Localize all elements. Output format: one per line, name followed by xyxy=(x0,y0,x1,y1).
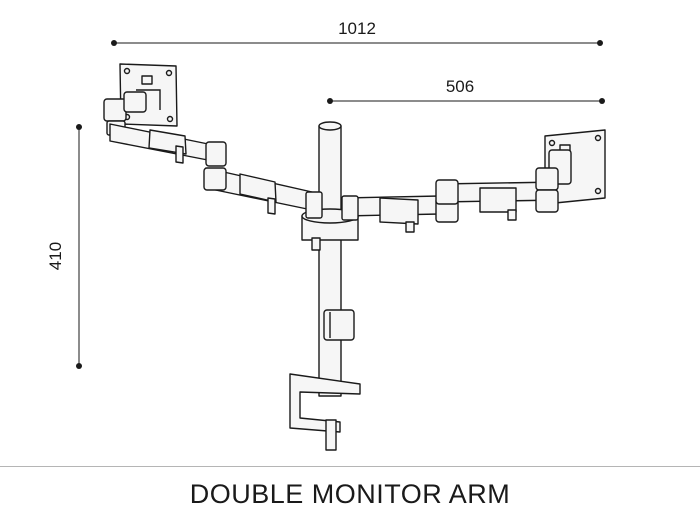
desk-clamp xyxy=(289,373,361,451)
cable-clip xyxy=(323,309,355,341)
arm-reach-label: 506 xyxy=(446,77,474,96)
product-title: DOUBLE MONITOR ARM xyxy=(189,479,511,509)
right-arm-segment-inner xyxy=(343,195,459,233)
overall-width-dimension: 1012 xyxy=(111,19,603,46)
right-monitor-joint xyxy=(535,149,572,213)
height-dimension: 410 xyxy=(46,124,82,369)
height-label: 410 xyxy=(46,242,65,270)
overall-width-label: 1012 xyxy=(338,19,376,38)
central-pole xyxy=(318,121,342,397)
footer: DOUBLE MONITOR ARM xyxy=(0,466,700,526)
arm-hub-collar xyxy=(301,191,359,251)
left-arm-segment-outer xyxy=(109,123,227,167)
right-arm-segment-outer xyxy=(435,179,561,221)
left-arm-segment-inner xyxy=(203,167,313,215)
arm-reach-dimension: 506 xyxy=(327,77,605,104)
